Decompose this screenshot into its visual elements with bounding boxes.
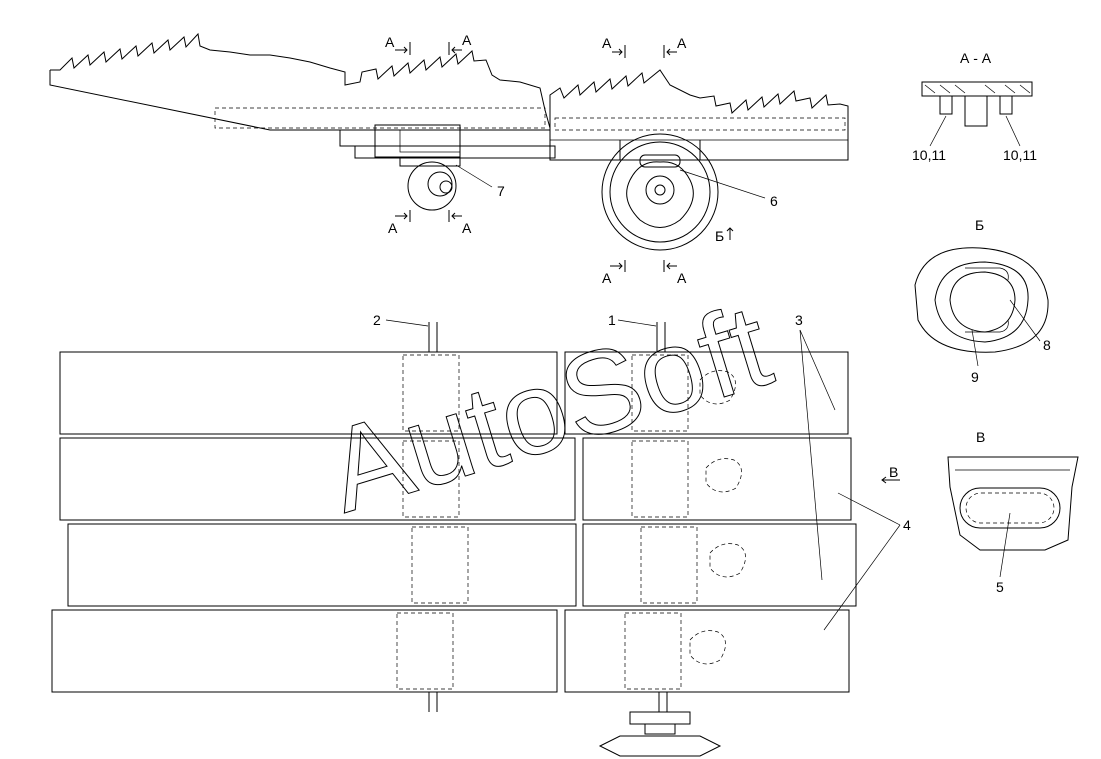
section-marks: А А А А А А А А Б	[385, 32, 734, 286]
view-arrow-v: В	[889, 464, 898, 480]
section-mark-a: А	[388, 220, 398, 236]
detail-view-v: В 5	[947, 429, 1079, 595]
callout-1: 1	[608, 312, 616, 328]
roller-7	[407, 161, 457, 211]
belt-panel	[59, 437, 576, 521]
detail-title-v: В	[976, 429, 985, 445]
belt-panel	[67, 523, 577, 607]
section-mark-a: А	[677, 270, 687, 286]
callout-2: 2	[373, 312, 381, 328]
section-mark-a: А	[602, 35, 612, 51]
callout-4: 4	[903, 517, 911, 533]
detail-view-aa: А - А 10,11 10,11	[912, 50, 1037, 163]
watermark: AutoSoft	[313, 279, 784, 538]
detail-title-b: Б	[975, 217, 984, 233]
section-mark-a: А	[677, 35, 687, 51]
belt-panel	[564, 609, 850, 693]
section-mark-a: А	[462, 220, 472, 236]
callout-8: 8	[1043, 337, 1051, 353]
callout-10-11-right: 10,11	[1003, 147, 1037, 163]
belt-panels: В 2 1 3 4	[51, 312, 911, 757]
belt-panel	[582, 523, 857, 607]
view-arrow-b: Б	[715, 228, 724, 244]
callout-5: 5	[996, 579, 1004, 595]
callout-3: 3	[795, 312, 803, 328]
detail-view-b: Б 8 9	[914, 217, 1051, 385]
wheel-6	[601, 133, 719, 251]
belt-panel	[51, 609, 558, 693]
left-serrated-frame	[50, 32, 551, 129]
section-mark-a: А	[385, 34, 395, 50]
belt-panel	[582, 437, 852, 521]
callout-6: 6	[770, 193, 778, 209]
side-view-assembly: А А А А А А А А Б	[49, 32, 849, 286]
section-mark-a: А	[462, 32, 472, 48]
right-serrated-frame	[549, 69, 849, 161]
section-mark-a: А	[602, 270, 612, 286]
callout-9: 9	[971, 369, 979, 385]
belt-panel	[59, 351, 558, 435]
belt-panel	[564, 351, 849, 435]
drive-pulley	[629, 711, 691, 725]
callout-10-11-left: 10,11	[912, 147, 946, 163]
callout-7: 7	[497, 183, 505, 199]
detail-title-aa: А - А	[960, 50, 992, 66]
